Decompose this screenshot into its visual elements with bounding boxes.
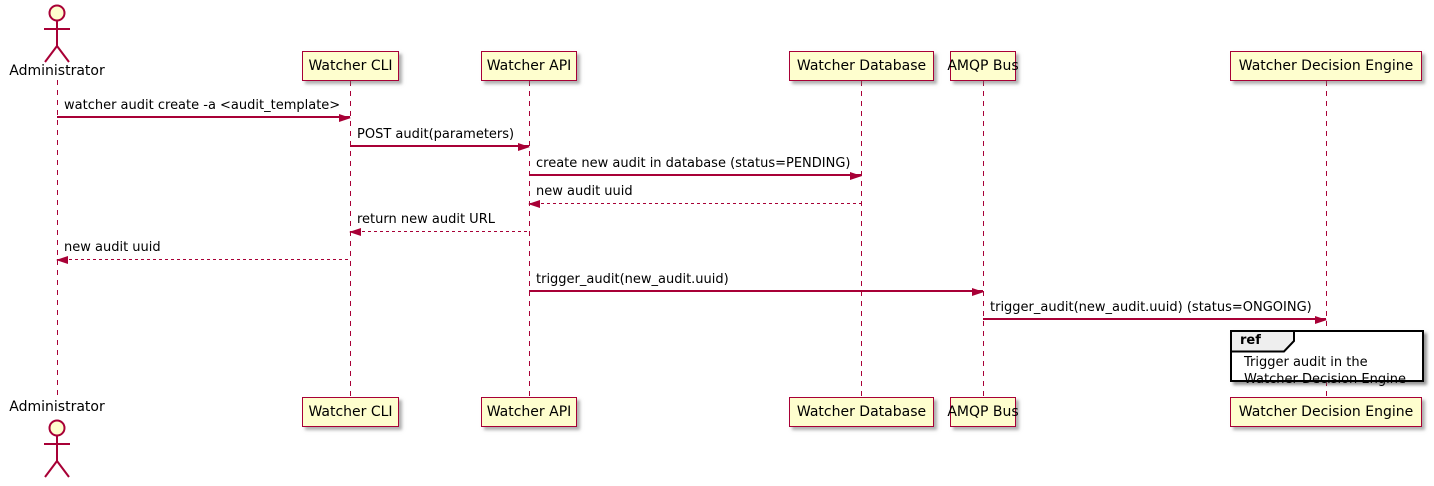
participant-label: Watcher Decision Engine — [1238, 58, 1414, 74]
ref-pentagon-icon — [1230, 330, 1295, 353]
actor-icon — [37, 3, 77, 65]
participant-watcher-api-top: Watcher API — [481, 51, 577, 81]
lifeline-watcher-database — [861, 81, 862, 397]
participant-label: Watcher Database — [796, 58, 927, 74]
message-create-audit-db: create new audit in database (status=PEN… — [529, 156, 862, 180]
participant-watcher-database-bottom: Watcher Database — [789, 397, 934, 427]
message-label: create new audit in database (status=PEN… — [536, 156, 851, 171]
participant-label: Watcher Decision Engine — [1238, 404, 1414, 420]
actor-label-top: Administrator — [9, 63, 105, 79]
participant-watcher-cli-bottom: Watcher CLI — [302, 397, 399, 427]
arrowhead-left-icon — [528, 200, 540, 208]
message-label: return new audit URL — [357, 212, 495, 227]
ref-line-1: Trigger audit in the — [1244, 355, 1368, 370]
lifeline-administrator — [57, 80, 58, 399]
participant-label: Watcher API — [486, 404, 572, 420]
arrowhead-right-icon — [339, 114, 351, 122]
message-label: POST audit(parameters) — [357, 127, 515, 142]
actor-label-bottom: Administrator — [9, 399, 105, 415]
participant-label: Watcher CLI — [308, 58, 393, 74]
message-line — [529, 290, 983, 292]
message-label: trigger_audit(new_audit.uuid) (status=ON… — [990, 300, 1312, 315]
ref-body: Trigger audit in the Watcher Decision En… — [1244, 354, 1406, 388]
lifeline-watcher-decision-engine — [1326, 81, 1327, 397]
arrowhead-right-icon — [850, 172, 862, 180]
participant-watcher-database-top: Watcher Database — [789, 51, 934, 81]
participant-watcher-cli-top: Watcher CLI — [302, 51, 399, 81]
arrowhead-right-icon — [1315, 316, 1327, 324]
participant-watcher-decision-engine-bottom: Watcher Decision Engine — [1230, 397, 1422, 427]
message-return-audit-url: return new audit URL — [349, 212, 529, 236]
arrowhead-right-icon — [972, 288, 984, 296]
ref-keyword: ref — [1240, 333, 1261, 348]
arrowhead-right-icon — [518, 143, 530, 151]
message-line — [350, 230, 529, 232]
actor-icon-bottom — [37, 416, 77, 482]
message-line — [57, 258, 350, 260]
message-label: trigger_audit(new_audit.uuid) — [536, 272, 729, 287]
message-audit-create: watcher audit create -a <audit_template> — [57, 98, 351, 122]
message-post-audit: POST audit(parameters) — [350, 127, 530, 151]
participant-amqp-bus-top: AMQP Bus — [947, 51, 1019, 81]
participant-watcher-decision-engine-top: Watcher Decision Engine — [1230, 51, 1422, 81]
message-new-audit-uuid-admin: new audit uuid — [56, 240, 350, 264]
ref-fragment: ref Trigger audit in the Watcher Decisio… — [1230, 330, 1424, 387]
message-line — [529, 202, 861, 204]
message-line — [529, 174, 861, 176]
arrowhead-left-icon — [349, 228, 361, 236]
message-trigger-audit-ongoing: trigger_audit(new_audit.uuid) (status=ON… — [983, 300, 1327, 324]
participant-label: AMQP Bus — [947, 404, 1019, 420]
participant-watcher-api-bottom: Watcher API — [481, 397, 577, 427]
message-label: watcher audit create -a <audit_template> — [64, 98, 341, 113]
participant-label: Watcher Database — [796, 404, 927, 420]
participant-label: AMQP Bus — [947, 58, 1019, 74]
message-trigger-audit: trigger_audit(new_audit.uuid) — [529, 272, 984, 296]
arrowhead-left-icon — [56, 256, 68, 264]
message-line — [350, 145, 529, 147]
lifeline-watcher-cli — [350, 81, 351, 397]
participant-label: Watcher API — [486, 58, 572, 74]
participant-amqp-bus-bottom: AMQP Bus — [947, 397, 1019, 427]
participant-label: Watcher CLI — [308, 404, 393, 420]
message-line — [57, 116, 350, 118]
lifeline-watcher-api — [529, 81, 530, 397]
message-label: new audit uuid — [536, 184, 633, 199]
ref-line-2: Watcher Decision Engine — [1244, 372, 1406, 387]
message-label: new audit uuid — [64, 240, 161, 255]
ref-tag: ref — [1230, 330, 1296, 353]
message-line — [983, 318, 1326, 320]
lifeline-amqp-bus — [983, 81, 984, 397]
message-new-audit-uuid-return: new audit uuid — [528, 184, 861, 208]
